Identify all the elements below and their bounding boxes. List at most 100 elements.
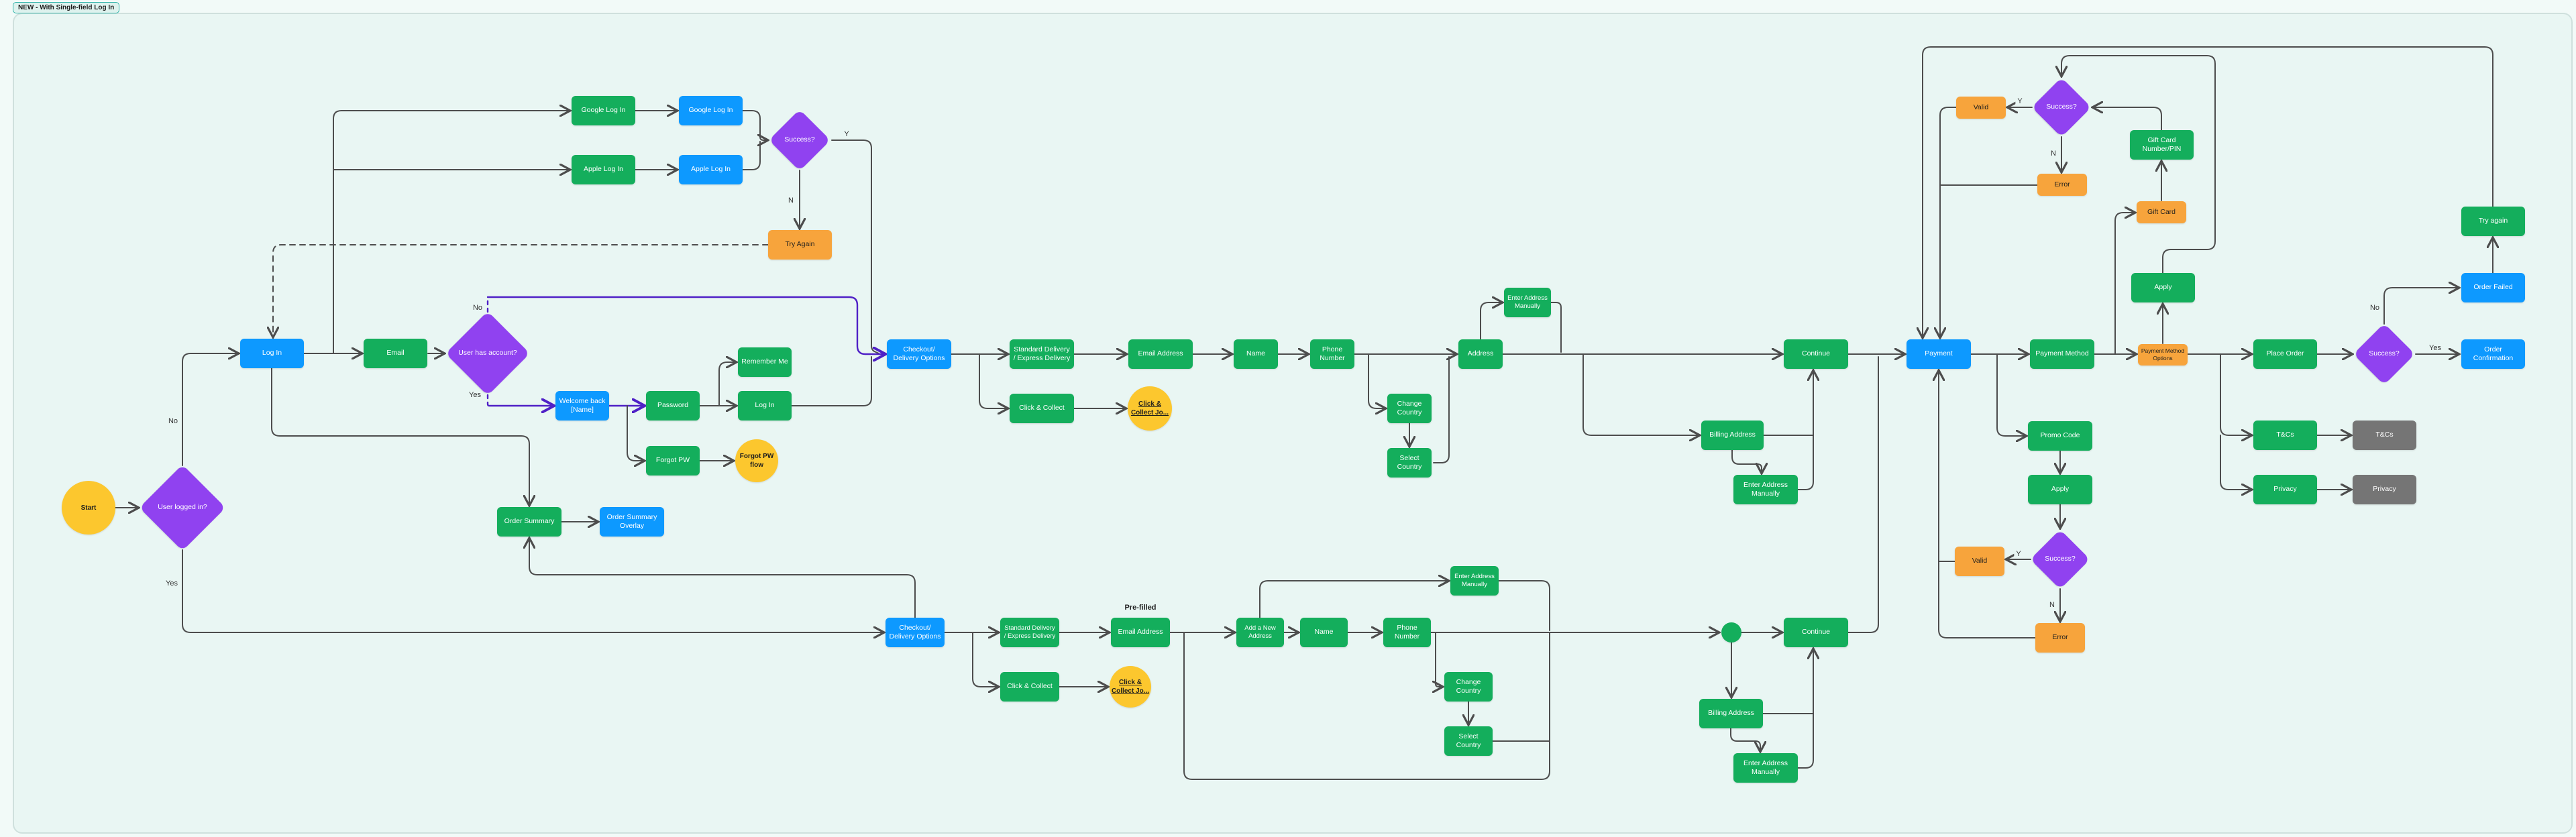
continue-bottom[interactable]: Continue bbox=[1784, 618, 1848, 647]
connector bbox=[2383, 288, 2458, 325]
connector bbox=[182, 353, 237, 466]
gift-card[interactable]: Gift Card bbox=[2137, 201, 2186, 223]
privacy-link[interactable]: Privacy bbox=[2253, 475, 2317, 504]
payment-method[interactable]: Payment Method bbox=[2030, 339, 2094, 369]
connector bbox=[1550, 302, 1562, 353]
connector bbox=[2094, 107, 2162, 131]
google-login-page[interactable]: Google Log In bbox=[572, 96, 635, 125]
continue-top[interactable]: Continue bbox=[1784, 339, 1848, 369]
gift-card-number-pin[interactable]: Gift Card Number/PIN bbox=[2130, 130, 2194, 160]
apple-login-page[interactable]: Apple Log In bbox=[572, 155, 635, 184]
valid-giftcard[interactable]: Valid bbox=[1956, 97, 2006, 119]
password-field[interactable]: Password bbox=[646, 391, 700, 421]
place-order[interactable]: Place Order bbox=[2253, 339, 2317, 369]
connector bbox=[2220, 435, 2251, 490]
connector bbox=[979, 353, 1007, 408]
email-field[interactable]: Email bbox=[364, 339, 427, 368]
standard-delivery-bottom[interactable]: Standard Delivery / Express Delivery bbox=[1000, 618, 1059, 647]
connector bbox=[1923, 46, 2493, 337]
connector bbox=[718, 362, 735, 406]
connector bbox=[1498, 580, 1550, 631]
error-promo[interactable]: Error bbox=[2035, 623, 2085, 653]
billing-address-bottom[interactable]: Billing Address bbox=[1699, 699, 1763, 728]
checkout-delivery-options-top[interactable]: Checkout/ Delivery Options bbox=[887, 339, 951, 369]
email-address-top[interactable]: Email Address bbox=[1128, 339, 1193, 369]
email-address-bottom[interactable]: Email Address bbox=[1111, 618, 1170, 647]
enter-address-manually-bottom2[interactable]: Enter Address Manually bbox=[1733, 753, 1798, 783]
name-bottom[interactable]: Name bbox=[1300, 618, 1348, 647]
payment[interactable]: Payment bbox=[1907, 339, 1971, 369]
connector bbox=[2114, 213, 2134, 355]
enter-address-manually-top1[interactable]: Enter Address Manually bbox=[1504, 288, 1551, 317]
click-collect-top[interactable]: Click & Collect bbox=[1010, 394, 1074, 423]
address-top[interactable]: Address bbox=[1458, 339, 1503, 369]
start[interactable]: Start bbox=[62, 481, 115, 535]
edge-label-yes: Yes bbox=[467, 390, 483, 400]
order-failed[interactable]: Order Failed bbox=[2461, 273, 2525, 302]
click-collect-journey-bottom[interactable]: Click & Collect Jo... bbox=[1110, 666, 1151, 708]
change-country-top[interactable]: Change Country bbox=[1387, 394, 1432, 423]
change-country-bottom[interactable]: Change Country bbox=[1444, 672, 1493, 702]
connector bbox=[182, 549, 883, 632]
error-giftcard[interactable]: Error bbox=[2037, 174, 2087, 196]
giftcard-success-decision[interactable]: Success? bbox=[2031, 77, 2092, 137]
connector bbox=[1797, 372, 1813, 490]
order-confirmation[interactable]: Order Confirmation bbox=[2461, 339, 2525, 369]
tcs-link[interactable]: T&Cs bbox=[2253, 421, 2317, 450]
forgot-pw[interactable]: Forgot PW bbox=[646, 446, 700, 476]
order-success-decision[interactable]: Success? bbox=[2353, 323, 2415, 385]
apply-giftcard[interactable]: Apply bbox=[2131, 273, 2195, 302]
select-country-top[interactable]: Select Country bbox=[1387, 448, 1432, 478]
edge-label-n: N bbox=[2047, 600, 2057, 610]
google-login-screen[interactable]: Google Log In bbox=[679, 96, 743, 125]
phone-number-top[interactable]: Phone Number bbox=[1310, 339, 1354, 369]
order-summary[interactable]: Order Summary bbox=[497, 507, 561, 537]
select-country-bottom[interactable]: Select Country bbox=[1444, 726, 1493, 756]
apple-login-screen[interactable]: Apple Log In bbox=[679, 155, 743, 184]
connector bbox=[1940, 107, 1957, 337]
checkout-delivery-options-bottom[interactable]: Checkout/ Delivery Options bbox=[885, 618, 945, 647]
edge-label-n: N bbox=[786, 196, 796, 205]
valid-promo[interactable]: Valid bbox=[1955, 547, 2004, 576]
billing-address-top[interactable]: Billing Address bbox=[1701, 421, 1764, 450]
enter-address-manually-top2[interactable]: Enter Address Manually bbox=[1733, 475, 1798, 504]
apply-promo[interactable]: Apply bbox=[2028, 475, 2092, 504]
edge-label-y: Y bbox=[842, 129, 851, 139]
enter-address-manually-bottom1[interactable]: Enter Address Manually bbox=[1450, 566, 1499, 596]
promo-success-decision[interactable]: Success? bbox=[2030, 529, 2090, 590]
edge-label-yes: Yes bbox=[164, 579, 180, 588]
tcs-page[interactable]: T&Cs bbox=[2353, 421, 2416, 450]
user-has-account-decision[interactable]: User has account? bbox=[445, 311, 530, 396]
edge-label-n: N bbox=[2049, 149, 2058, 158]
merge-junction[interactable] bbox=[1721, 622, 1741, 643]
privacy-page[interactable]: Privacy bbox=[2353, 475, 2416, 504]
login-page[interactable]: Log In bbox=[240, 339, 304, 368]
payment-method-options[interactable]: Payment Method Options bbox=[2138, 344, 2188, 366]
welcome-back[interactable]: Welcome back [Name] bbox=[555, 391, 609, 421]
try-again-order[interactable]: Try again bbox=[2461, 207, 2525, 236]
click-collect-bottom[interactable]: Click & Collect bbox=[1000, 672, 1059, 702]
order-summary-overlay[interactable]: Order Summary Overlay bbox=[600, 507, 664, 537]
connector bbox=[2061, 55, 2216, 274]
edge-label-y: Y bbox=[2015, 97, 2025, 106]
connector bbox=[1259, 581, 1448, 618]
phone-number-bottom[interactable]: Phone Number bbox=[1383, 618, 1431, 647]
connector bbox=[2220, 353, 2251, 435]
click-collect-journey-top[interactable]: Click & Collect Jo... bbox=[1128, 386, 1172, 431]
try-again-login[interactable]: Try Again bbox=[768, 230, 832, 260]
forgot-pw-flow[interactable]: Forgot PW flow bbox=[735, 439, 778, 482]
social-success-decision[interactable]: Success? bbox=[769, 109, 830, 171]
edge-label-no: No bbox=[2367, 303, 2382, 313]
name-top[interactable]: Name bbox=[1234, 339, 1278, 369]
connector bbox=[333, 111, 569, 354]
section-title[interactable]: NEW - With Single-field Log In bbox=[13, 2, 120, 13]
promo-code[interactable]: Promo Code bbox=[2028, 421, 2092, 451]
remember-me[interactable]: Remember Me bbox=[738, 347, 792, 377]
connector bbox=[529, 539, 916, 618]
login-submit[interactable]: Log In bbox=[738, 391, 792, 421]
user-logged-in-decision[interactable]: User logged in? bbox=[139, 464, 226, 551]
standard-delivery-top[interactable]: Standard Delivery / Express Delivery bbox=[1010, 339, 1074, 369]
connector bbox=[1436, 632, 1442, 687]
connector bbox=[831, 140, 879, 354]
add-new-address[interactable]: Add a New Address bbox=[1236, 618, 1284, 647]
